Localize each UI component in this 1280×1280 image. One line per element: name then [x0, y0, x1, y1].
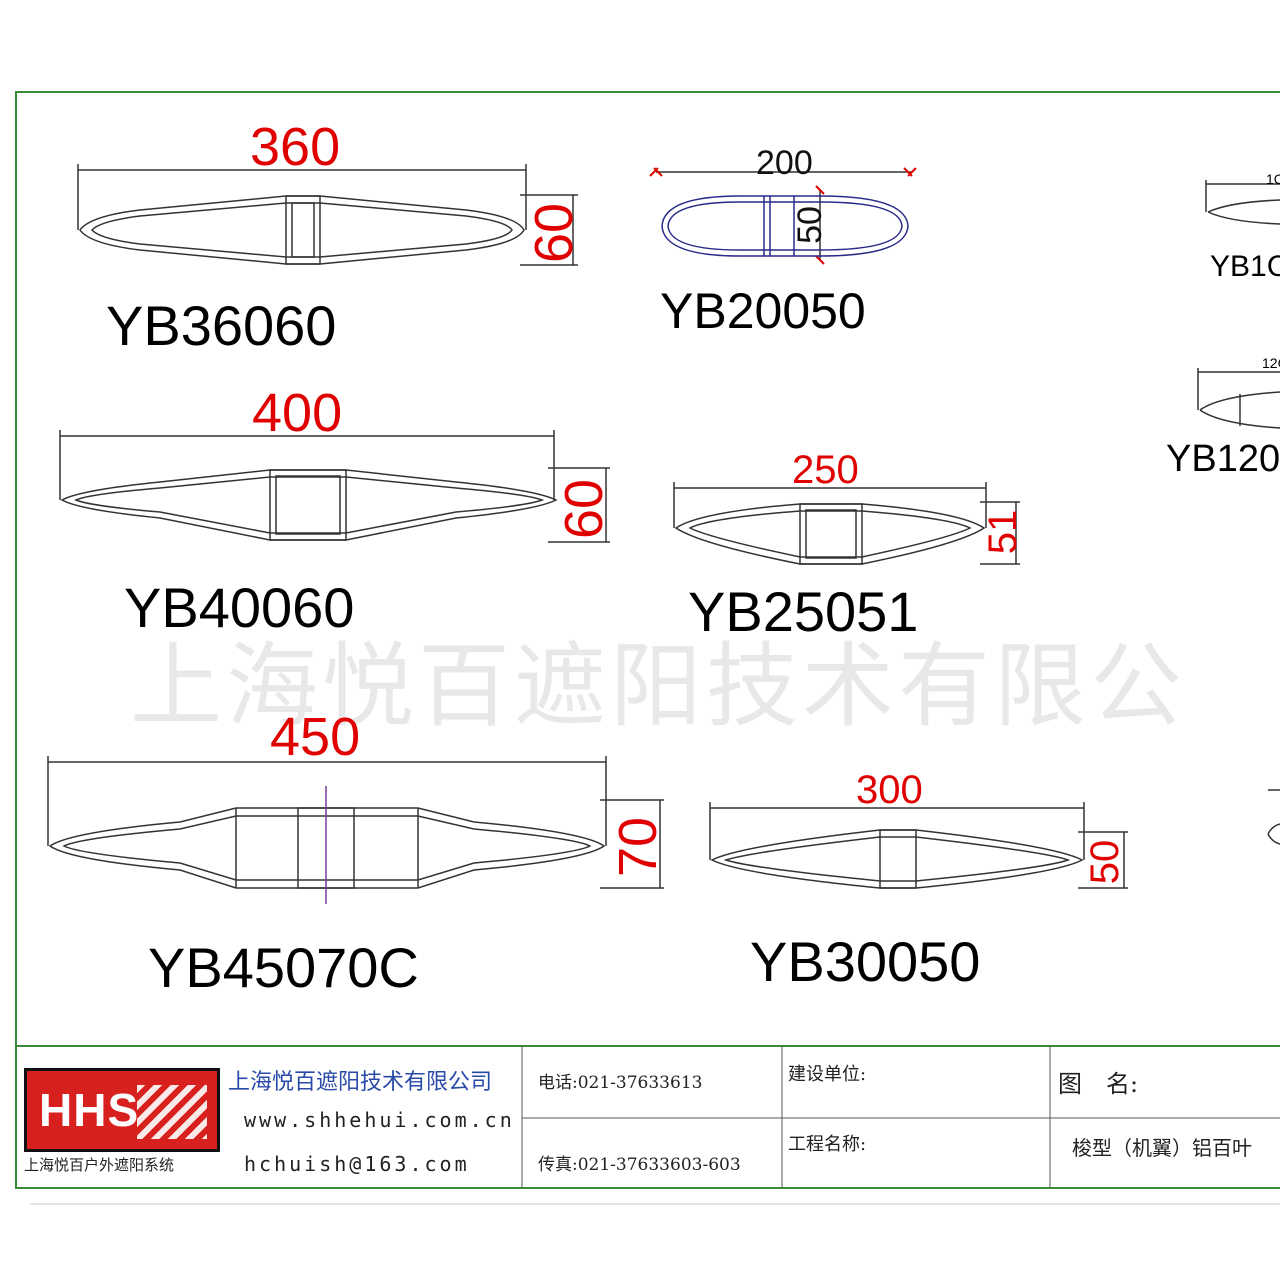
- height-dimension-label: 70: [608, 816, 668, 878]
- profile-model-label: YB25051: [688, 580, 919, 643]
- company-logo: HHS: [24, 1068, 220, 1152]
- profile-model-label: YB30050: [750, 930, 981, 993]
- profile-partial-drawings: [1197, 180, 1280, 845]
- drawing-name-label: 图 名:: [1058, 1070, 1139, 1098]
- logo-stripes-icon: [137, 1085, 207, 1139]
- width-dimension-label: 450: [270, 707, 361, 767]
- project-label: 工程名称:: [788, 1134, 867, 1155]
- profile-yb30050-drawing: [709, 802, 1128, 889]
- partial-width-label: 1C: [1266, 171, 1280, 187]
- partial-width-label: 12C: [1262, 355, 1280, 371]
- width-dimension-label: 400: [252, 383, 343, 443]
- profile-model-label: YB40060: [124, 576, 355, 639]
- width-dimension-label: 360: [250, 117, 341, 177]
- height-dimension-label: 50: [791, 206, 829, 244]
- company-website: www.shhehui.com.cn: [244, 1108, 515, 1132]
- profile-yb40060-drawing: [59, 430, 610, 543]
- width-dimension-label: 200: [756, 144, 813, 182]
- height-dimension-label: 60: [554, 478, 614, 540]
- profile-yb25051-drawing: [673, 482, 1020, 565]
- builder-label: 建设单位:: [788, 1064, 867, 1085]
- height-dimension-label: 50: [1083, 839, 1127, 885]
- profile-yb36060-drawing: [77, 164, 578, 266]
- logo-text: HHS: [39, 1084, 140, 1136]
- partial-model-label: YB120: [1166, 438, 1280, 480]
- profile-model-label: YB45070C: [148, 936, 419, 999]
- width-dimension-label: 300: [856, 768, 923, 812]
- logo-caption: 上海悦百户外遮阳系统: [24, 1156, 175, 1174]
- company-name: 上海悦百遮阳技术有限公司: [228, 1070, 493, 1095]
- profile-yb20050-drawing: [649, 167, 917, 265]
- height-dimension-label: 51: [981, 509, 1025, 555]
- partial-model-label: YB1C: [1210, 250, 1280, 283]
- width-dimension-label: 250: [792, 448, 859, 492]
- fax-number: 传真:021-37633603-603: [538, 1155, 741, 1175]
- profile-model-label: YB20050: [660, 283, 866, 339]
- watermark: 上海悦百遮阳技术有限公: [130, 633, 1187, 740]
- company-email: hchuish@163.com: [244, 1152, 470, 1176]
- drawing-name: 梭型（机翼）铝百叶: [1072, 1136, 1252, 1160]
- profile-yb45070c-drawing: [47, 756, 664, 904]
- height-dimension-label: 60: [524, 202, 584, 264]
- phone-number: 电话:021-37633613: [538, 1073, 703, 1093]
- profile-model-label: YB36060: [106, 294, 337, 357]
